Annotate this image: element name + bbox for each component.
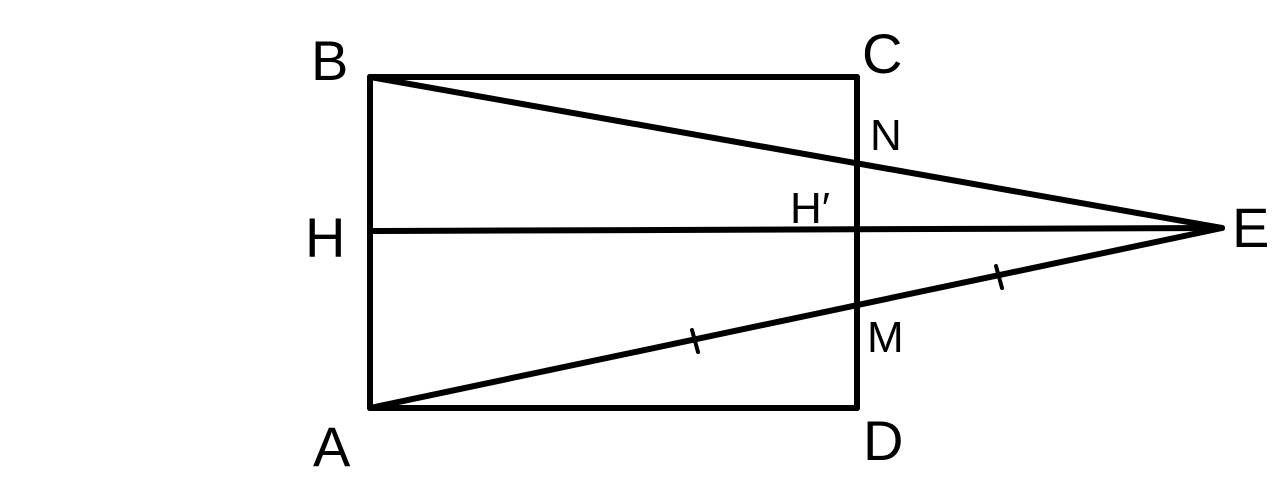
label-h: H bbox=[305, 206, 345, 269]
label-m: M bbox=[867, 313, 904, 362]
label-c: C bbox=[862, 22, 902, 85]
equal-mark-am bbox=[690, 328, 700, 354]
label-h-prime: H′ bbox=[790, 184, 830, 233]
label-d: D bbox=[863, 409, 903, 472]
label-n: N bbox=[870, 111, 902, 160]
label-e: E bbox=[1232, 196, 1269, 259]
label-b: B bbox=[311, 29, 348, 92]
equal-mark-me bbox=[994, 264, 1004, 290]
label-a: A bbox=[313, 415, 351, 478]
segment-be bbox=[367, 74, 1225, 231]
segment-ae bbox=[367, 225, 1225, 411]
segment-he bbox=[367, 225, 1225, 234]
